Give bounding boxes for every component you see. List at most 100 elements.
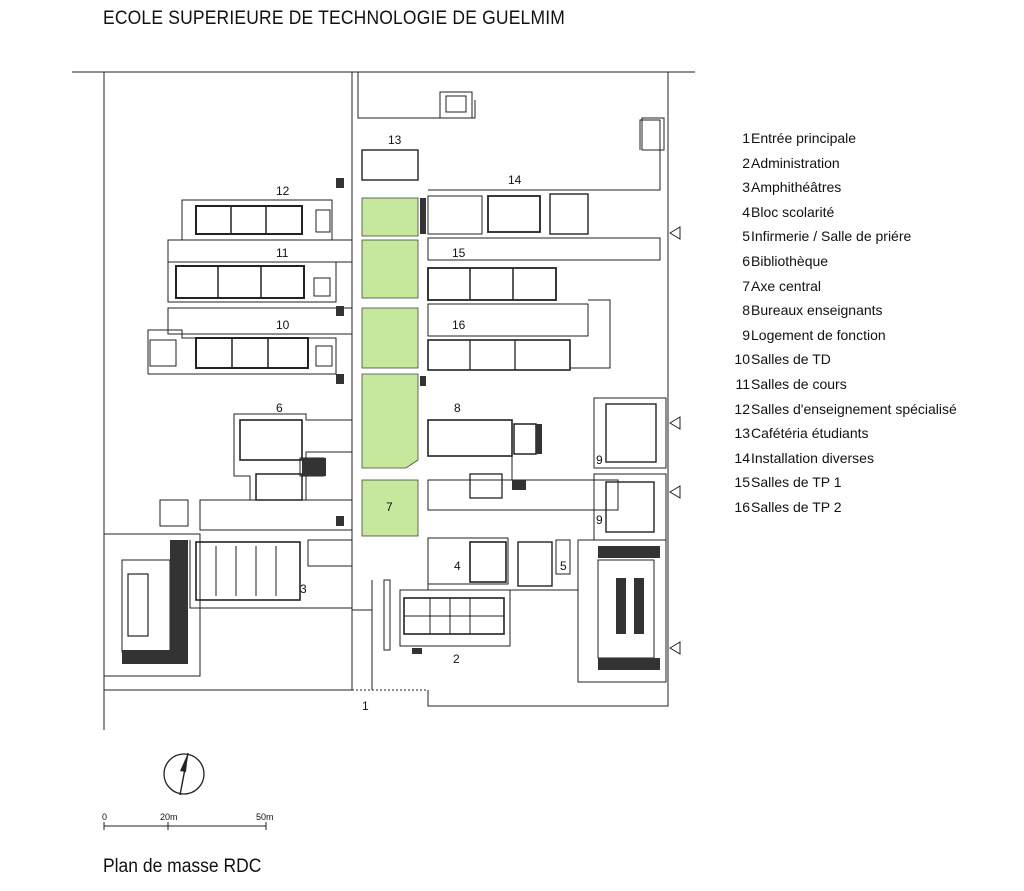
label-5: 5: [560, 559, 567, 573]
legend-label: Installation diverses: [751, 449, 874, 466]
building-9-north: [593, 397, 667, 469]
scale-bar: [103, 822, 267, 830]
label-2: 2: [453, 652, 460, 666]
building-2-outline: [399, 589, 511, 647]
legend-label: Salles de TP 2: [751, 498, 842, 515]
legend-number: 14: [734, 449, 750, 466]
building-6-library: [239, 419, 303, 461]
sports-block-east: [577, 539, 667, 683]
stands-east: [598, 546, 660, 558]
axis-segment-4: [361, 373, 419, 469]
north-arrow-icon: [163, 752, 205, 796]
legend-number: 11: [735, 375, 750, 392]
corridor-6: [199, 499, 353, 531]
stands-west: [170, 540, 188, 664]
building-15-rooms: [427, 267, 557, 301]
building-9-south: [593, 473, 667, 541]
label-3: 3: [300, 582, 307, 596]
label-7: 7: [386, 500, 393, 514]
plan-footer-caption: Plan de masse RDC: [103, 856, 262, 877]
scale-label-0: 0: [102, 812, 107, 822]
building-12-rooms: [195, 205, 303, 235]
legend-label: Bureaux enseignants: [751, 302, 883, 319]
legend-label: Administration: [751, 154, 840, 171]
label-8: 8: [454, 401, 461, 415]
legend-label: Salles de TP 1: [751, 474, 842, 491]
label-9a: 9: [596, 453, 603, 467]
label-6: 6: [276, 401, 283, 415]
building-14-yard: [427, 195, 483, 235]
guard-house: [439, 91, 473, 119]
plan-title: ECOLE SUPERIEURE DE TECHNOLOGIE DE GUELM…: [103, 8, 565, 29]
legend-number: 13: [734, 425, 750, 442]
north-wall: [357, 72, 476, 119]
legend-number: 2: [742, 154, 750, 171]
legend-number: 16: [734, 498, 750, 515]
legend-number: 12: [734, 400, 750, 417]
legend-number: 7: [742, 277, 750, 294]
legend-label: Bloc scolarité: [751, 203, 835, 220]
axis-segment-3: [361, 307, 419, 369]
scale-label-20m: 20m: [160, 812, 178, 822]
label-13: 13: [388, 133, 402, 147]
corridor-14: [427, 237, 661, 261]
legend-label: Entrée principale: [751, 130, 857, 146]
corridor-11: [167, 307, 353, 335]
building-13-cafeteria: [361, 149, 419, 181]
building-8-offices: [427, 419, 513, 457]
central-axis-highlight: [361, 197, 419, 537]
building-4-outline: [427, 537, 509, 585]
building-11-rooms: [175, 265, 305, 299]
legend-label: Infirmerie / Salle de priére: [751, 228, 912, 245]
sports-block: [103, 533, 201, 677]
legend-number: 4: [742, 203, 750, 220]
legend-number: 15: [734, 474, 750, 491]
building-5-main: [517, 541, 553, 587]
legend-label: Amphithéâtres: [751, 179, 842, 196]
scale-label-50m: 50m: [256, 812, 274, 822]
building-16-rooms: [427, 339, 571, 371]
building-4-main: [469, 541, 507, 583]
legend-number: 1: [742, 130, 750, 146]
corridor-15: [427, 303, 589, 337]
site-boundary-inner: [104, 72, 353, 691]
label-4: 4: [454, 559, 461, 573]
legend-label: Cafétéria étudiants: [751, 425, 869, 442]
building-3-amphi: [195, 541, 301, 601]
label-1: 1: [362, 699, 369, 713]
legend-label: Axe central: [751, 277, 822, 294]
label-14: 14: [508, 173, 522, 187]
legend-number: 10: [734, 351, 750, 368]
building-6-outline: [233, 413, 353, 501]
label-11: 11: [276, 246, 289, 260]
legend-number: 6: [742, 252, 750, 269]
axis-segment-1: [361, 197, 419, 237]
legend-number: 3: [742, 179, 750, 196]
axis-segment-5: [361, 479, 419, 537]
legend-label: Salles de cours: [751, 375, 847, 392]
building-10-rooms: [195, 337, 309, 369]
building-12-outline: [181, 199, 333, 240]
building-14-main: [487, 195, 541, 233]
legend-label: Salles de TD: [751, 351, 831, 368]
site-boundary-east: [427, 72, 669, 707]
label-9b: 9: [596, 513, 603, 527]
